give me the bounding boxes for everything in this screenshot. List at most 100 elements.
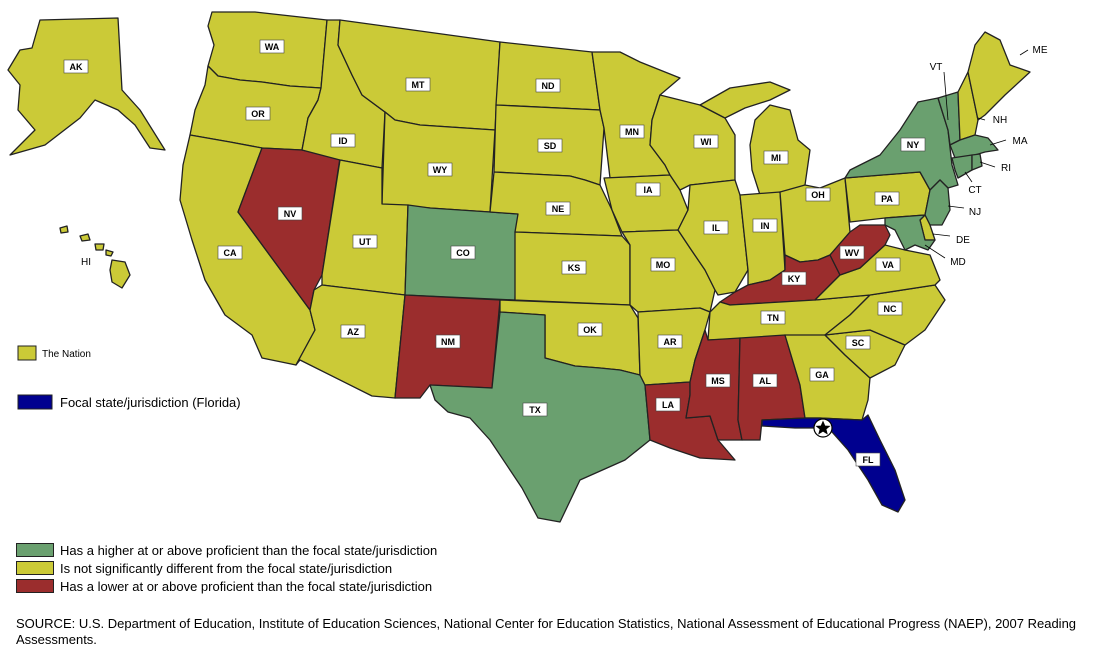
legend-lower-label: Has a lower at or above proficient than … xyxy=(60,578,433,594)
state-nh[interactable] xyxy=(957,71,979,141)
state-il[interactable] xyxy=(677,179,749,296)
state-label-ne: NE xyxy=(545,201,571,216)
svg-text:MO: MO xyxy=(656,260,671,270)
svg-text:NY: NY xyxy=(907,140,920,150)
state-mi-upper xyxy=(699,81,791,119)
svg-text:AK: AK xyxy=(70,62,83,72)
state-label-al: AL xyxy=(752,373,778,388)
svg-text:WV: WV xyxy=(845,248,860,258)
state-label-or: OR xyxy=(245,106,271,121)
state-label-ak: AK xyxy=(63,59,89,74)
svg-text:IL: IL xyxy=(712,223,721,233)
source-note: SOURCE: U.S. Department of Education, In… xyxy=(16,616,1077,647)
state-label-la: LA xyxy=(655,397,681,412)
svg-text:NC: NC xyxy=(884,304,897,314)
state-label-az: AZ xyxy=(340,324,366,339)
svg-text:OR: OR xyxy=(251,109,265,119)
capital-star-icon xyxy=(813,418,833,438)
legend-row-higher: Has a higher at or above proficient than… xyxy=(16,541,437,559)
svg-text:OK: OK xyxy=(583,325,597,335)
state-label-wv: WV xyxy=(839,245,865,260)
state-md[interactable] xyxy=(884,214,936,251)
svg-text:RI: RI xyxy=(1001,163,1011,174)
legend-lower-swatch xyxy=(16,579,54,593)
state-label-il: IL xyxy=(703,220,729,235)
svg-text:AZ: AZ xyxy=(347,327,359,337)
state-label-me: ME xyxy=(1033,45,1048,56)
svg-text:HI: HI xyxy=(81,257,91,268)
state-label-fl: FL xyxy=(855,452,881,467)
state-label-hi: HI xyxy=(81,257,91,268)
svg-text:TX: TX xyxy=(529,405,541,415)
legend-focal-swatch xyxy=(17,394,53,410)
state-ak[interactable] xyxy=(7,17,166,156)
svg-text:DE: DE xyxy=(956,235,970,246)
legend-nation-swatch xyxy=(17,345,37,361)
svg-text:ND: ND xyxy=(542,81,555,91)
legend-higher-label: Has a higher at or above proficient than… xyxy=(60,542,438,558)
state-label-oh: OH xyxy=(805,187,831,202)
state-label-vt: VT xyxy=(930,62,943,73)
state-label-ks: KS xyxy=(561,260,587,275)
legend-not-different-swatch xyxy=(16,561,54,575)
state-label-co: CO xyxy=(450,245,476,260)
svg-text:NJ: NJ xyxy=(969,207,981,218)
state-label-tx: TX xyxy=(522,402,548,417)
svg-text:AL: AL xyxy=(759,376,771,386)
state-label-de: DE xyxy=(956,235,970,246)
legend-higher-swatch xyxy=(16,543,54,557)
state-label-in: IN xyxy=(752,218,778,233)
legend-not-different-label: Is not significantly different from the … xyxy=(60,560,393,576)
state-tx[interactable] xyxy=(429,311,651,523)
svg-text:IA: IA xyxy=(644,185,654,195)
state-label-ma: MA xyxy=(1013,136,1028,147)
svg-text:SC: SC xyxy=(852,338,865,348)
state-hi[interactable] xyxy=(59,225,131,289)
label-leader-lines xyxy=(924,49,1029,259)
legend-nation: The Nation xyxy=(17,345,91,361)
state-az[interactable] xyxy=(295,284,406,399)
state-label-ct: CT xyxy=(968,185,981,196)
state-ri[interactable] xyxy=(971,153,983,171)
svg-text:OH: OH xyxy=(811,190,825,200)
state-label-ar: AR xyxy=(657,334,683,349)
legend-row-lower: Has a lower at or above proficient than … xyxy=(16,577,437,595)
state-label-pa: PA xyxy=(874,191,900,206)
svg-text:VT: VT xyxy=(930,62,943,73)
state-ct[interactable] xyxy=(951,154,973,179)
svg-text:MD: MD xyxy=(950,257,966,268)
state-mi[interactable] xyxy=(749,104,811,196)
svg-text:AR: AR xyxy=(664,337,677,347)
state-label-sc: SC xyxy=(845,335,871,350)
state-label-nd: ND xyxy=(535,78,561,93)
state-label-wy: WY xyxy=(427,162,453,177)
svg-text:NE: NE xyxy=(552,204,565,214)
svg-text:WI: WI xyxy=(701,137,712,147)
state-label-mo: MO xyxy=(650,257,676,272)
svg-text:CO: CO xyxy=(456,248,470,258)
state-label-mn: MN xyxy=(619,124,645,139)
svg-text:CT: CT xyxy=(968,185,981,196)
svg-text:MI: MI xyxy=(771,153,781,163)
svg-text:WA: WA xyxy=(265,42,280,52)
state-me[interactable] xyxy=(967,31,1031,121)
state-label-tn: TN xyxy=(760,310,786,325)
state-label-ky: KY xyxy=(781,271,807,286)
state-labels: AKHIWAORCANVIDMTWYUTAZCONMNDSDNEKSOKTXMN… xyxy=(63,39,1048,467)
svg-text:VA: VA xyxy=(882,260,894,270)
state-nd[interactable] xyxy=(495,41,601,111)
svg-text:TN: TN xyxy=(767,313,779,323)
svg-text:MT: MT xyxy=(412,80,425,90)
state-fl[interactable] xyxy=(761,414,906,513)
legend-row-not-different: Is not significantly different from the … xyxy=(16,559,437,577)
svg-text:MS: MS xyxy=(711,376,725,386)
svg-text:MN: MN xyxy=(625,127,639,137)
state-label-nm: NM xyxy=(435,334,461,349)
state-label-ca: CA xyxy=(217,245,243,260)
svg-text:IN: IN xyxy=(761,221,770,231)
state-label-nv: NV xyxy=(277,206,303,221)
state-label-ia: IA xyxy=(635,182,661,197)
state-label-mt: MT xyxy=(405,77,431,92)
state-label-nc: NC xyxy=(877,301,903,316)
svg-text:WY: WY xyxy=(433,165,448,175)
